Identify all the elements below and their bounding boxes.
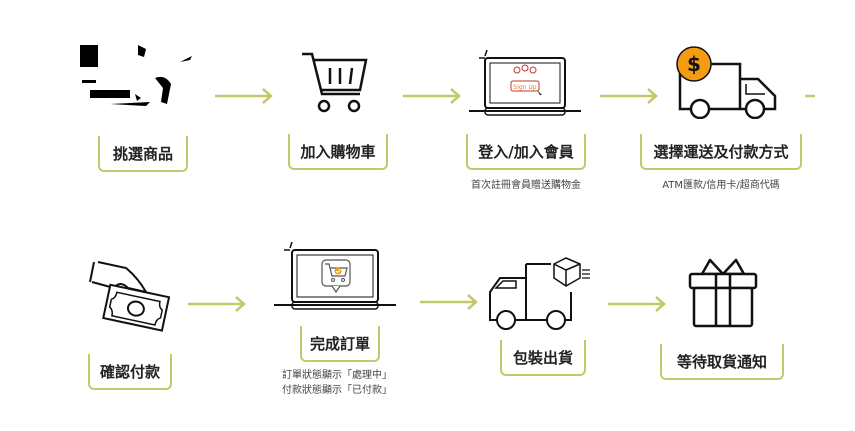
step-label-box: 選擇運送及付款方式 (640, 134, 802, 170)
arrow-icon (805, 94, 815, 98)
step-label: 完成訂單 (309, 334, 370, 353)
step-label: 包裝出貨 (512, 348, 573, 367)
step-note: 訂單狀態顯示「處理中」 (282, 370, 392, 381)
step-label-box: 加入購物車 (288, 134, 388, 170)
arrow-icon (188, 296, 246, 312)
step-label: 挑選商品 (112, 144, 173, 163)
truck-dollar-icon: $ (676, 46, 777, 119)
laptop-signup-icon: Sign Up (469, 50, 581, 116)
arrow-icon (420, 294, 478, 310)
step-label: 選擇運送及付款方式 (653, 142, 789, 161)
step-label: 等待取貨通知 (676, 352, 767, 371)
step-label-box: 登入/加入會員 (466, 134, 586, 170)
shopping-cart-icon (302, 52, 368, 113)
product-photo-icon (80, 45, 192, 106)
signup-text: Sign Up (513, 84, 536, 91)
step-label: 確認付款 (99, 362, 160, 381)
truck-box-icon (489, 257, 590, 330)
step-label-box: 包裝出貨 (500, 340, 586, 376)
laptop-cart-check-icon (274, 242, 396, 310)
step-label-box: 挑選商品 (98, 136, 188, 172)
step-label-box: 確認付款 (88, 354, 172, 390)
step-note: 首次註冊會員贈送購物金 (471, 180, 581, 191)
arrow-icon (403, 88, 461, 104)
arrow-icon (608, 296, 666, 312)
step-label-box: 等待取貨通知 (660, 344, 784, 380)
step-note: ATM匯款/信用卡/超商代碼 (662, 180, 780, 191)
step-label-box: 完成訂單 (300, 326, 380, 362)
step-label: 加入購物車 (300, 142, 376, 161)
hand-cash-icon (89, 261, 171, 332)
gift-icon (688, 258, 758, 328)
step-label: 登入/加入會員 (478, 142, 574, 161)
dollar-sign: $ (687, 52, 701, 76)
step-note: 付款狀態顯示「已付款」 (282, 385, 392, 396)
arrow-icon (215, 88, 273, 104)
arrow-icon (600, 88, 658, 104)
